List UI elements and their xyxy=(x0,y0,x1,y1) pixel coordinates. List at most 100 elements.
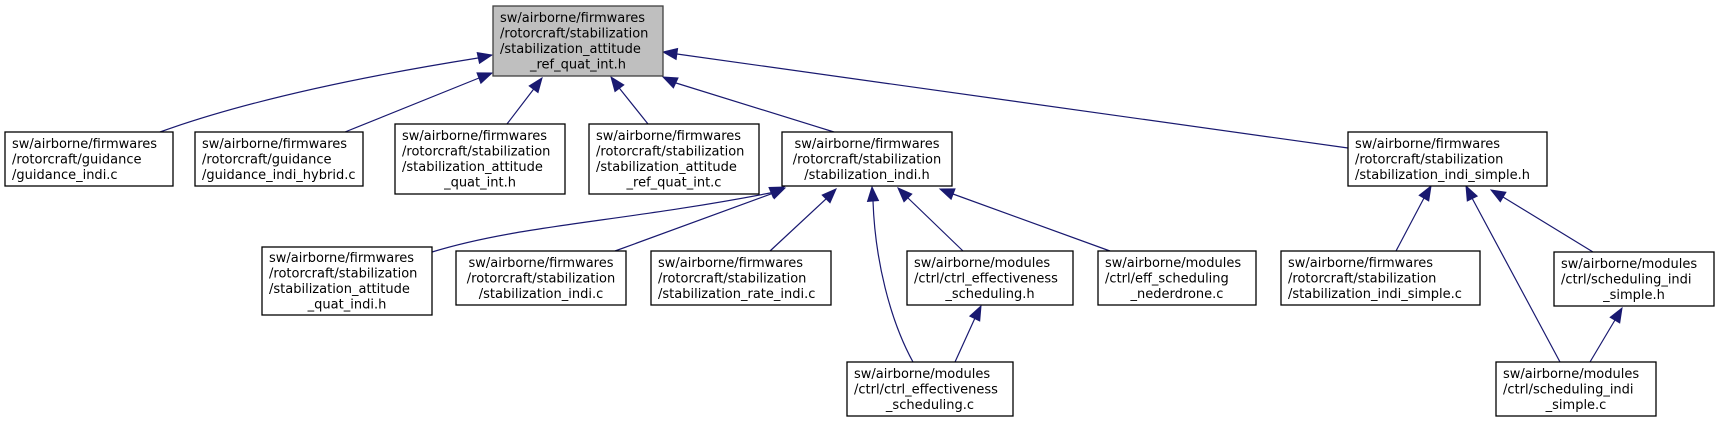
node-label-line: _scheduling.c xyxy=(885,398,974,413)
node-label-line: /ctrl/eff_scheduling xyxy=(1105,271,1229,286)
node-stab-att-ref-quat-int-c[interactable]: sw/airborne/firmwares/rotorcraft/stabili… xyxy=(588,123,760,195)
node-stab-att-quat-int-h[interactable]: sw/airborne/firmwares/rotorcraft/stabili… xyxy=(394,123,566,195)
edge-sched_indi_simple_h-to-stab_indi_simple_h xyxy=(1489,189,1594,253)
edge-ctrl_eff_sched_c-to-stab_indi_h xyxy=(866,185,914,363)
arrowhead-icon xyxy=(968,304,982,322)
edge-eff_sched_nederdrone_c-to-stab_indi_h xyxy=(938,188,1111,252)
node-box xyxy=(194,131,364,187)
node-label-line: /stabilization_indi.h xyxy=(804,168,930,183)
node-label-line: sw/airborne/modules xyxy=(1105,256,1241,271)
arrowhead-icon xyxy=(661,47,679,61)
node-box xyxy=(1495,361,1657,417)
node-label-line: /guidance_indi_hybrid.c xyxy=(202,168,355,183)
node-guidance-indi-c[interactable]: sw/airborne/firmwares/rotorcraft/guidanc… xyxy=(4,131,174,187)
node-label-line: /stabilization_attitude xyxy=(269,282,410,297)
node-label-line: /stabilization_indi_simple.h xyxy=(1355,168,1530,183)
node-label-line: /ctrl/ctrl_effectiveness xyxy=(914,271,1058,286)
arrowhead-icon xyxy=(476,51,494,65)
arrowhead-icon xyxy=(1609,306,1623,324)
edge-line xyxy=(614,192,773,252)
node-label-line: _simple.c xyxy=(1545,398,1607,413)
node-box xyxy=(1097,250,1257,306)
edge-stab_att_quat_int_h-to-root xyxy=(506,76,543,125)
edge-stab_rate_indi_c-to-stab_indi_h xyxy=(769,188,837,252)
edges-layer xyxy=(159,47,1623,363)
node-label-line: /rotorcraft/stabilization xyxy=(1288,271,1436,286)
edge-stab_indi_c-to-stab_indi_h xyxy=(614,187,787,252)
edge-line xyxy=(431,191,772,253)
arrowhead-icon xyxy=(769,187,787,200)
node-label-line: /rotorcraft/stabilization xyxy=(467,271,615,286)
edge-guidance_indi_c-to-root xyxy=(159,51,494,133)
node-box xyxy=(4,131,174,187)
edge-line xyxy=(1589,319,1616,363)
node-label-line: /rotorcraft/stabilization xyxy=(596,145,744,160)
node-box xyxy=(1280,250,1481,306)
node-stab-indi-simple-h[interactable]: sw/airborne/firmwares/rotorcraft/stabili… xyxy=(1347,131,1548,187)
node-label-line: /guidance_indi.c xyxy=(12,168,118,183)
edge-line xyxy=(1471,197,1561,363)
node-guidance-indi-hybrid-c[interactable]: sw/airborne/firmwares/rotorcraft/guidanc… xyxy=(194,131,364,187)
edge-line xyxy=(872,200,914,363)
edge-line xyxy=(1502,196,1594,253)
root-node[interactable]: sw/airborne/firmwares/rotorcraft/stabili… xyxy=(492,5,664,77)
arrowhead-icon xyxy=(610,75,625,93)
edge-line xyxy=(954,317,976,363)
node-ctrl-eff-sched-c[interactable]: sw/airborne/modules/ctrl/ctrl_effectiven… xyxy=(846,361,1014,417)
node-label-line: sw/airborne/modules xyxy=(1561,257,1697,272)
node-label-line: sw/airborne/modules xyxy=(914,256,1050,271)
arrowhead-icon xyxy=(476,72,494,85)
node-label-line: sw/airborne/firmwares xyxy=(1288,256,1433,271)
arrowhead-icon xyxy=(1465,184,1479,202)
node-stab-rate-indi-c[interactable]: sw/airborne/firmwares/rotorcraft/stabili… xyxy=(650,250,832,306)
arrowhead-icon xyxy=(821,188,837,204)
edge-stab_att_quat_indi_h-to-stab_indi_h xyxy=(431,186,786,253)
arrowhead-icon xyxy=(1418,184,1432,202)
edge-stab_indi_h-to-root xyxy=(661,76,835,133)
node-label-line: _ref_quat_int.c xyxy=(626,176,722,191)
node-stab-indi-c[interactable]: sw/airborne/firmwares/rotorcraft/stabili… xyxy=(455,250,627,306)
arrowhead-icon xyxy=(897,187,913,203)
edge-sched_indi_simple_c-to-sched_indi_simple_h xyxy=(1589,306,1623,363)
edge-line xyxy=(159,57,479,133)
node-box xyxy=(588,123,760,195)
node-label-line: /stabilization_indi.c xyxy=(479,287,604,302)
arrowhead-icon xyxy=(938,188,956,201)
node-stab-att-quat-indi-h[interactable]: sw/airborne/firmwares/rotorcraft/stabili… xyxy=(261,246,433,316)
node-box xyxy=(261,246,433,316)
node-stab-indi-h[interactable]: sw/airborne/firmwares/rotorcraft/stabili… xyxy=(781,131,953,187)
node-sched-indi-simple-c[interactable]: sw/airborne/modules/ctrl/scheduling_indi… xyxy=(1495,361,1657,417)
node-box xyxy=(1553,251,1715,307)
node-label-line: /ctrl/scheduling_indi xyxy=(1503,382,1634,397)
node-label-line: /rotorcraft/stabilization xyxy=(793,152,941,167)
edge-stab_indi_simple_h-to-root xyxy=(661,47,1349,149)
node-label-line: _nederdrone.c xyxy=(1130,287,1224,302)
node-label-line: _simple.h xyxy=(1602,288,1665,303)
node-box xyxy=(455,250,627,306)
node-ctrl-eff-sched-h[interactable]: sw/airborne/modules/ctrl/ctrl_effectiven… xyxy=(906,250,1074,306)
node-eff-sched-nederdrone-c[interactable]: sw/airborne/modules/ctrl/eff_scheduling_… xyxy=(1097,250,1257,306)
arrowhead-icon xyxy=(661,76,679,89)
node-label-line: _ref_quat_int.h xyxy=(529,58,626,73)
node-stab-indi-simple-c[interactable]: sw/airborne/firmwares/rotorcraft/stabili… xyxy=(1280,250,1481,306)
node-label-line: sw/airborne/firmwares xyxy=(658,256,803,271)
edge-ctrl_eff_sched_h-to-stab_indi_h xyxy=(897,187,964,252)
node-sched-indi-simple-h[interactable]: sw/airborne/modules/ctrl/scheduling_indi… xyxy=(1553,251,1715,307)
node-label-line: sw/airborne/firmwares xyxy=(500,11,645,26)
edge-line xyxy=(1395,197,1425,252)
node-label-line: /stabilization_indi_simple.c xyxy=(1288,287,1462,302)
node-label-line: /stabilization_attitude xyxy=(500,42,641,57)
node-box xyxy=(650,250,832,306)
node-label-line: /rotorcraft/stabilization xyxy=(402,145,550,160)
node-label-line: /rotorcraft/stabilization xyxy=(269,267,417,282)
node-label-line: /ctrl/scheduling_indi xyxy=(1561,272,1692,287)
node-label-line: /rotorcraft/stabilization xyxy=(1355,152,1503,167)
node-box xyxy=(1347,131,1548,187)
edge-line xyxy=(618,87,649,125)
node-label-line: sw/airborne/firmwares xyxy=(402,129,547,144)
arrowhead-icon xyxy=(866,185,880,202)
arrowhead-icon xyxy=(1489,189,1507,203)
node-label-line: /stabilization_attitude xyxy=(596,160,737,175)
edge-line xyxy=(769,198,827,252)
node-label-line: sw/airborne/firmwares xyxy=(12,137,157,152)
